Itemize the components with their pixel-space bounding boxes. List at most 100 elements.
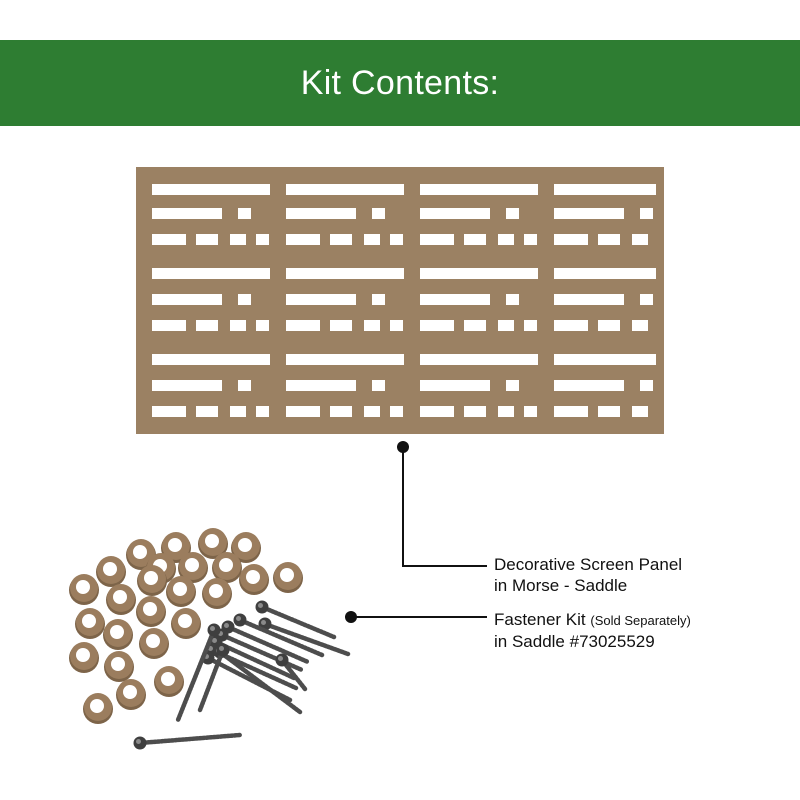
panel-slot bbox=[152, 380, 222, 391]
panel-slot bbox=[152, 294, 222, 305]
fastener-callout-note: (Sold Separately) bbox=[590, 613, 691, 628]
panel-slot bbox=[420, 184, 538, 195]
panel-slot bbox=[256, 234, 269, 245]
panel-slot bbox=[390, 234, 403, 245]
screw-shank bbox=[217, 649, 303, 715]
panel-slot bbox=[286, 184, 404, 195]
panel-slot bbox=[152, 268, 270, 279]
cap-cover-hole bbox=[76, 580, 90, 594]
panel-slot bbox=[286, 380, 356, 391]
panel-slot bbox=[554, 320, 588, 331]
panel-slot bbox=[524, 320, 537, 331]
cap-cover-hole bbox=[133, 545, 147, 559]
panel-slot bbox=[230, 234, 246, 245]
panel-callout-line1: Decorative Screen Panel bbox=[494, 555, 683, 574]
screw-shank bbox=[137, 732, 243, 746]
screw-head-highlight bbox=[261, 620, 266, 625]
leader-lines bbox=[345, 441, 487, 623]
panel-slot bbox=[238, 380, 251, 391]
panel-slot bbox=[196, 234, 218, 245]
cap-cover-hole bbox=[103, 562, 117, 576]
fastener-callout: Fastener Kit (Sold Separately) in Saddle… bbox=[494, 609, 691, 652]
screw-head-highlight bbox=[212, 638, 217, 643]
header-banner: Kit Contents: bbox=[0, 40, 800, 126]
panel-slot bbox=[286, 294, 356, 305]
panel-slot bbox=[554, 380, 624, 391]
panel-slot bbox=[554, 184, 656, 195]
panel-slot bbox=[554, 354, 656, 365]
panel-callout: Decorative Screen Panel in Morse - Saddl… bbox=[494, 554, 682, 596]
panel-slot bbox=[286, 320, 320, 331]
panel-slot bbox=[640, 380, 653, 391]
panel-slot bbox=[152, 406, 186, 417]
cap-cover-hole bbox=[82, 614, 96, 628]
panel-slot bbox=[390, 320, 403, 331]
panel-slot bbox=[464, 406, 486, 417]
panel-slot bbox=[632, 320, 648, 331]
panel-slot bbox=[196, 320, 218, 331]
panel-slot bbox=[524, 406, 537, 417]
panel-slot bbox=[372, 380, 385, 391]
panel-leader-line bbox=[402, 447, 487, 567]
screw-shank bbox=[259, 604, 337, 640]
panel-slot bbox=[640, 294, 653, 305]
panel-slot bbox=[152, 354, 270, 365]
screw-shank bbox=[237, 617, 325, 658]
panel-slot bbox=[330, 320, 352, 331]
panel-slot bbox=[286, 406, 320, 417]
page-title: Kit Contents: bbox=[300, 63, 500, 102]
panel-slot bbox=[420, 354, 538, 365]
panel-slot bbox=[330, 234, 352, 245]
panel-slot bbox=[632, 406, 648, 417]
panel-slot bbox=[330, 406, 352, 417]
screw-shank bbox=[262, 621, 351, 657]
cap-cover-hole bbox=[219, 558, 233, 572]
cap-cover-hole bbox=[246, 570, 260, 584]
panel-slot bbox=[554, 406, 588, 417]
cap-cover-hole bbox=[76, 648, 90, 662]
screw-shank bbox=[225, 624, 311, 665]
cap-cover-hole bbox=[144, 571, 158, 585]
fastener-callout-main: Fastener Kit bbox=[494, 610, 586, 629]
cap-cover-hole bbox=[173, 582, 187, 596]
panel-slot bbox=[286, 354, 404, 365]
screws bbox=[133, 600, 351, 750]
panel-slot bbox=[632, 234, 648, 245]
panel-slot bbox=[598, 234, 620, 245]
screw-head-highlight bbox=[258, 603, 263, 608]
panel-slot bbox=[390, 406, 403, 417]
panel-callout-line2: in Morse - Saddle bbox=[494, 576, 628, 595]
cap-cover-hole bbox=[90, 699, 104, 713]
panel-slot bbox=[598, 406, 620, 417]
panel-slot bbox=[256, 320, 269, 331]
cap-cover-hole bbox=[168, 538, 182, 552]
fastener-callout-line2: in Saddle #73025529 bbox=[494, 632, 655, 651]
panel-slot bbox=[286, 268, 404, 279]
cap-cover-hole bbox=[209, 584, 223, 598]
panel-slot bbox=[420, 234, 454, 245]
screw-head-highlight bbox=[278, 656, 283, 661]
screw-shank bbox=[175, 627, 217, 723]
cap-cover-hole bbox=[185, 558, 199, 572]
panel-slot bbox=[420, 380, 490, 391]
cap-cover-hole bbox=[238, 538, 252, 552]
panel-slot bbox=[238, 294, 251, 305]
screw-head-highlight bbox=[136, 739, 141, 744]
screw-shank bbox=[219, 632, 305, 673]
panel-slot bbox=[640, 208, 653, 219]
panel-slot bbox=[286, 208, 356, 219]
panel-slot bbox=[420, 268, 538, 279]
panel-slot bbox=[420, 208, 490, 219]
cap-cover-hole bbox=[178, 614, 192, 628]
screw-head-highlight bbox=[210, 626, 215, 631]
fastener-callout-line1: Fastener Kit (Sold Separately) bbox=[494, 609, 691, 631]
panel-slot bbox=[420, 406, 454, 417]
cap-cover-hole bbox=[113, 590, 127, 604]
screw-head-highlight bbox=[224, 623, 229, 628]
panel-slot bbox=[256, 406, 269, 417]
panel-slot bbox=[364, 406, 380, 417]
panel-slot bbox=[372, 294, 385, 305]
panel-slot bbox=[152, 320, 186, 331]
panel-slots bbox=[152, 184, 656, 417]
